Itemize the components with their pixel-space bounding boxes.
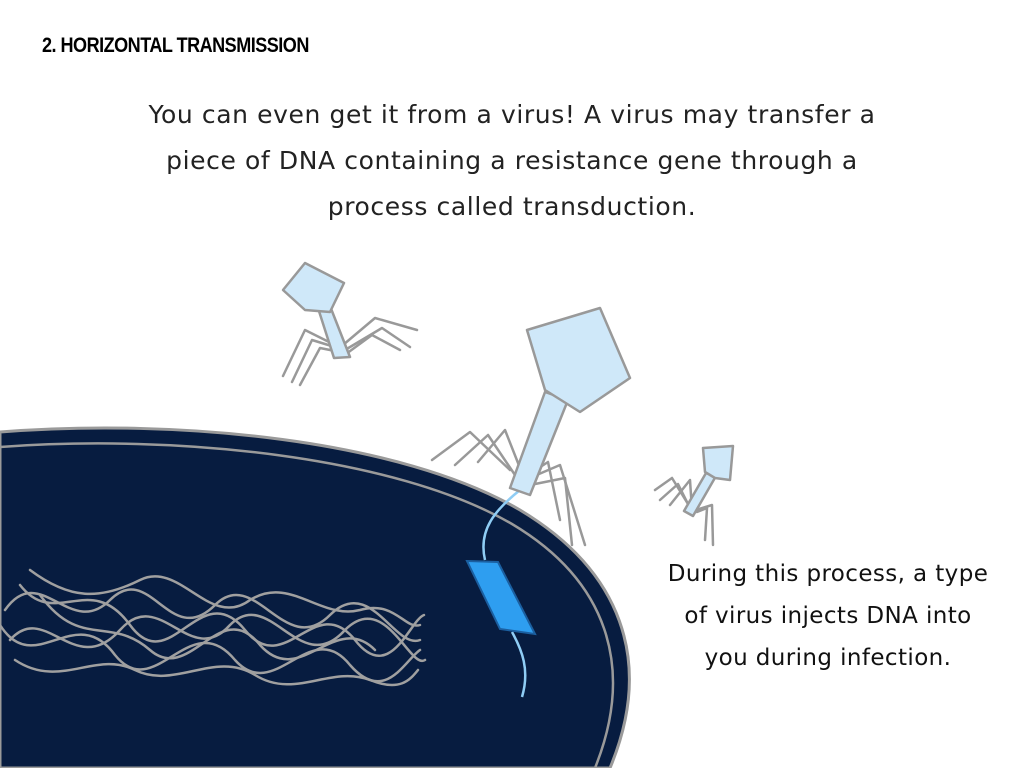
chromosomal-dna bbox=[0, 568, 427, 687]
cell-body bbox=[0, 426, 631, 768]
cell-inner-membrane bbox=[0, 442, 615, 768]
phage-head bbox=[525, 306, 632, 414]
process-note: During this process, a type of virus inj… bbox=[667, 561, 989, 671]
bacteriophage-large bbox=[430, 306, 632, 547]
phage-head bbox=[281, 261, 346, 314]
bacteriophage-small-right bbox=[653, 444, 735, 547]
bacterium-cell bbox=[0, 426, 631, 768]
phage-head bbox=[701, 444, 735, 482]
intro-text: You can even get it from a virus! A viru… bbox=[148, 100, 876, 221]
phage-tail bbox=[316, 304, 352, 360]
resistance-gene-segment bbox=[465, 559, 537, 636]
dna-tail bbox=[510, 631, 527, 698]
slide-title: 2. HORIZONTAL TRANSMISSION bbox=[42, 34, 309, 57]
bacteriophage-small-left bbox=[281, 261, 419, 387]
